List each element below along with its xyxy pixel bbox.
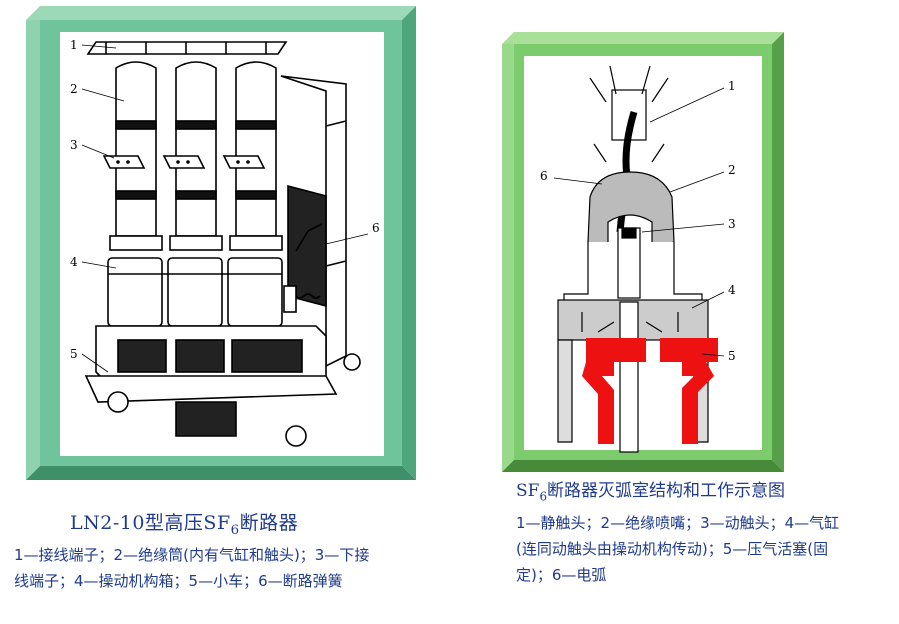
right-legend: 1—静触头；2—绝缘喷嘴；3—动触头；4—气缸(连同动触头由操动机构传动)；5—… xyxy=(516,514,840,584)
right-label-5: 5 xyxy=(728,349,736,363)
left-label-2: 2 xyxy=(70,82,78,96)
left-diagram-frame: 1 2 3 4 5 6 xyxy=(26,6,416,480)
right-title: SF6断路器灭弧室结构和工作示意图 xyxy=(516,481,786,504)
right-label-2: 2 xyxy=(728,163,736,177)
left-label-3: 3 xyxy=(70,138,78,152)
left-label-5: 5 xyxy=(70,347,78,361)
right-diagram-frame: 1 2 3 4 5 6 xyxy=(502,32,784,472)
left-legend: 1—接线端子；2—绝缘筒(内有气缸和触头)；3—下接线端子；4—操动机构箱；5—… xyxy=(14,546,370,590)
piston-shape xyxy=(582,338,718,444)
right-label-6: 6 xyxy=(540,169,548,183)
circuit-breaker-drawing xyxy=(84,41,361,447)
right-label-3: 3 xyxy=(728,217,736,231)
left-label-4: 4 xyxy=(70,255,78,269)
right-label-1: 1 xyxy=(728,79,736,93)
left-title: LN2-10型高压SF6断路器 xyxy=(70,512,299,538)
left-label-1: 1 xyxy=(70,38,78,52)
right-label-4: 4 xyxy=(728,283,736,297)
left-label-6: 6 xyxy=(372,221,380,235)
